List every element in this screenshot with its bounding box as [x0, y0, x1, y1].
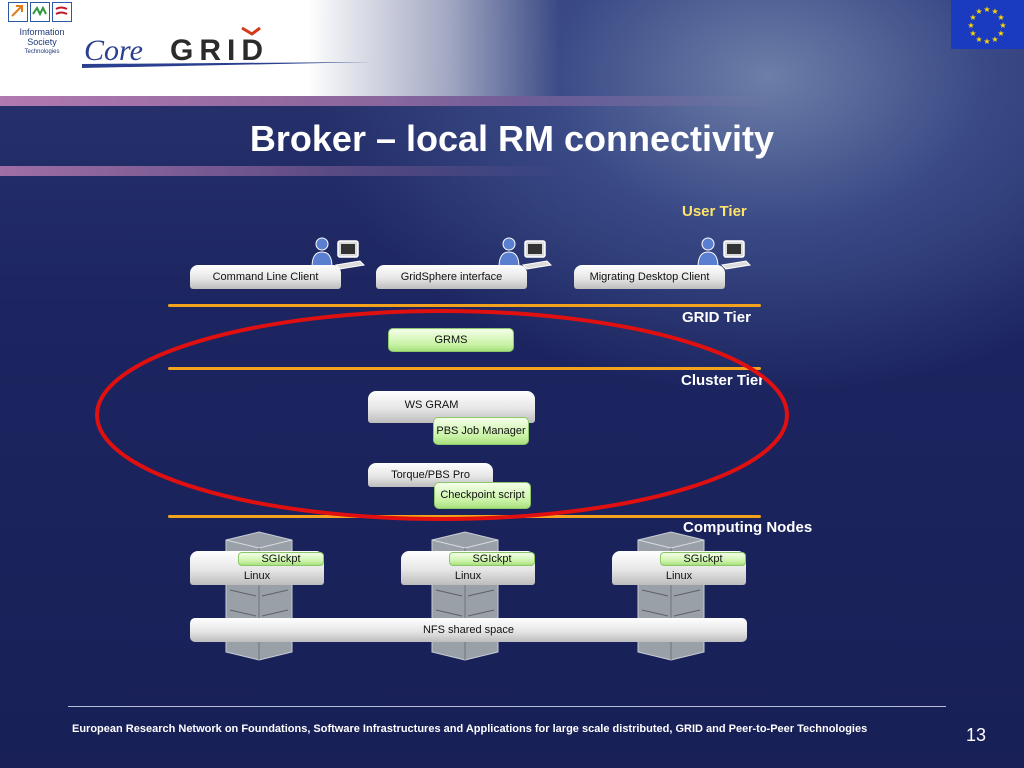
server-rack-icon — [225, 531, 293, 661]
tier-separator-grid-cluster — [168, 367, 761, 370]
node-sgickpt-box: SGIckpt — [449, 552, 535, 566]
ist-wave-icon — [30, 2, 50, 22]
ist-logo: Information Society Technologies — [4, 2, 76, 55]
ist-lines-icon — [52, 2, 72, 22]
client-gridsphere: GridSphere interface — [376, 265, 527, 289]
decor-stripe-bottom — [0, 166, 560, 176]
ist-line2: Technologies — [24, 49, 60, 55]
client-migrating-desktop: Migrating Desktop Client — [574, 265, 725, 289]
svg-text:★: ★ — [983, 37, 990, 46]
svg-text:★: ★ — [969, 13, 976, 22]
svg-text:★: ★ — [983, 5, 990, 14]
user-computer-icon — [498, 237, 553, 270]
ist-arrow-icon — [8, 2, 28, 22]
server-rack-icon — [637, 531, 705, 661]
svg-text:★: ★ — [975, 7, 982, 16]
svg-text:★: ★ — [999, 21, 1006, 30]
decor-stripe-top — [0, 96, 780, 106]
server-rack-icon — [431, 531, 499, 661]
client-command-line: Command Line Client — [190, 265, 341, 289]
eu-flag-icon: ★★★ ★★★ ★★★ ★★★ — [951, 0, 1024, 49]
tier-separator-cluster-nodes — [168, 515, 761, 518]
nfs-shared-space-box: NFS shared space — [190, 618, 747, 642]
tier-separator-user-grid — [168, 304, 761, 307]
user-computer-icon — [311, 237, 366, 270]
ist-line1: Information Society — [19, 27, 65, 47]
footer-text: European Research Network on Foundations… — [72, 723, 868, 735]
svg-text:★: ★ — [975, 35, 982, 44]
grms-box: GRMS — [388, 328, 514, 352]
svg-text:★: ★ — [997, 29, 1004, 38]
svg-text:★: ★ — [967, 21, 974, 30]
pbs-job-manager-box: PBS Job Manager — [433, 417, 529, 445]
header-band — [0, 0, 560, 96]
svg-text:★: ★ — [991, 7, 998, 16]
node-sgickpt-box: SGIckpt — [660, 552, 746, 566]
slide-title: Broker – local RM connectivity — [249, 118, 775, 159]
svg-text:★: ★ — [969, 29, 976, 38]
tier-label-grid: GRID Tier — [682, 309, 751, 326]
coregrid-logo: Core GRID — [82, 26, 372, 68]
ist-caption: Information Society Technologies — [4, 27, 80, 57]
coregrid-prefix: Core — [84, 34, 143, 67]
tier-label-computing: Computing Nodes — [683, 519, 813, 536]
user-computer-icon — [697, 237, 752, 270]
node-sgickpt-box: SGIckpt — [238, 552, 324, 566]
tier-label-cluster: Cluster Tier — [681, 372, 765, 389]
footer-divider — [68, 706, 946, 707]
svg-text:★: ★ — [997, 13, 1004, 22]
page-number: 13 — [966, 725, 987, 745]
checkpoint-script-box: Checkpoint script — [434, 482, 531, 509]
coregrid-main: GRID — [170, 34, 269, 67]
svg-text:★: ★ — [991, 35, 998, 44]
tier-label-user: User Tier — [682, 203, 747, 220]
